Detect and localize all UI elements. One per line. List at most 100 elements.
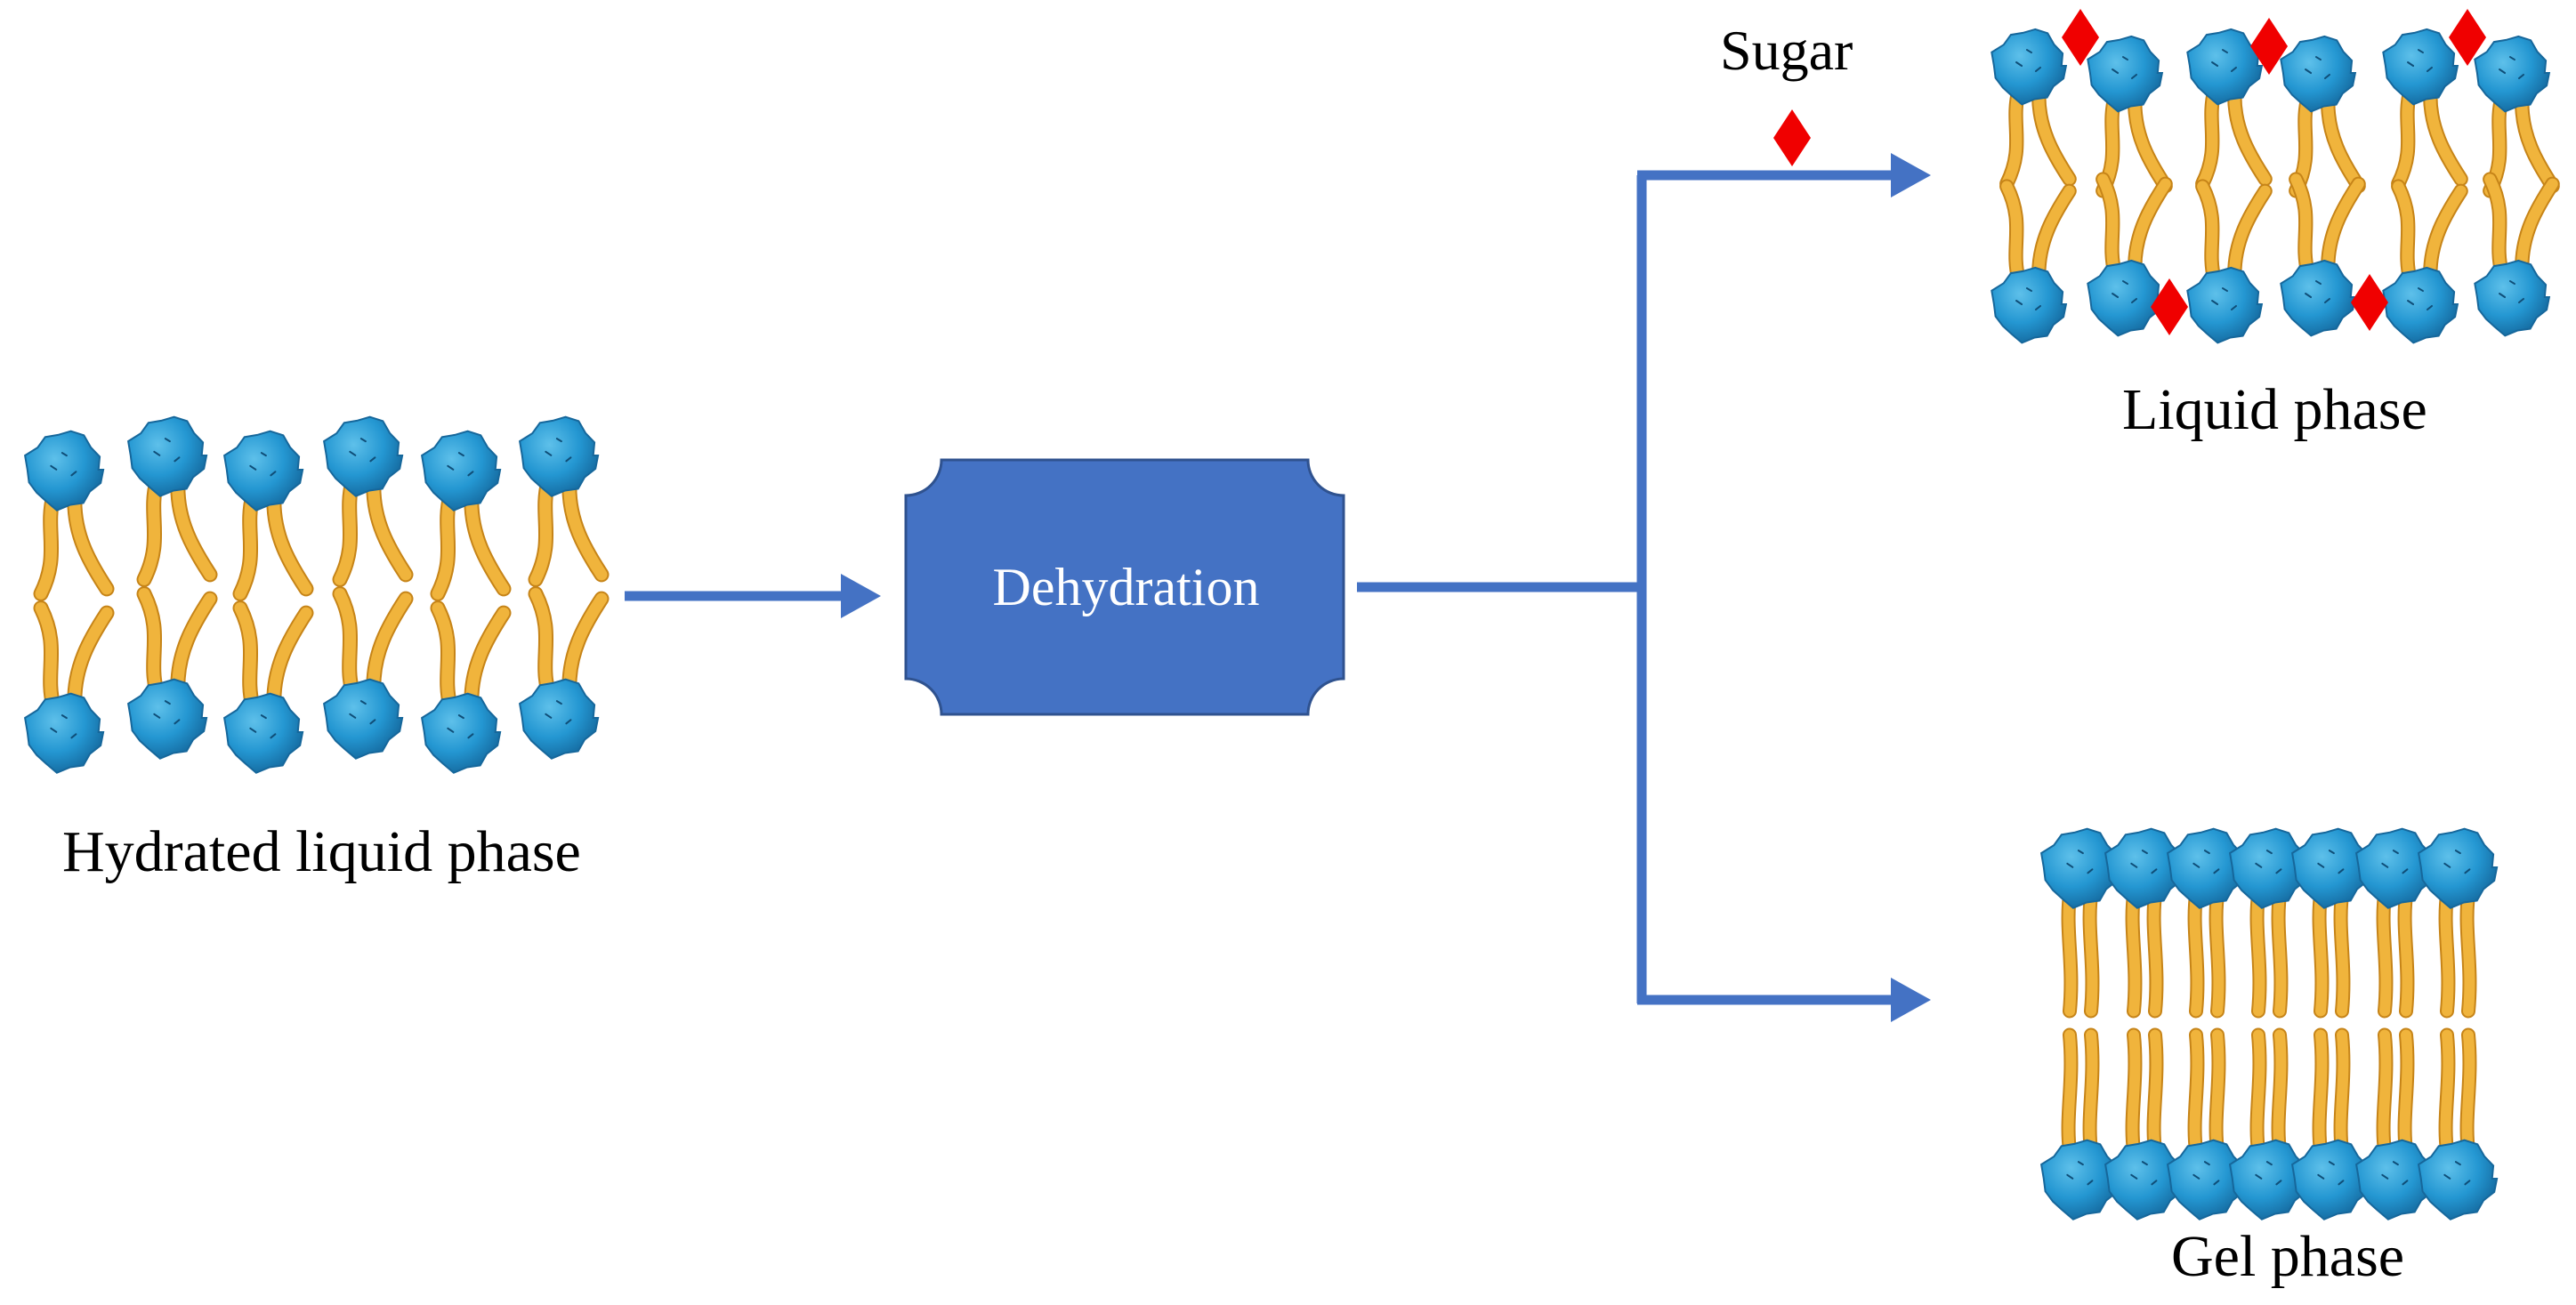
phospholipid-icon bbox=[2474, 35, 2560, 198]
arrows-group bbox=[625, 153, 1931, 1022]
lipid-tail bbox=[35, 489, 60, 600]
lipid-head-texture bbox=[2015, 287, 2041, 310]
lipid-head-texture bbox=[2317, 1161, 2345, 1186]
lipid-tail bbox=[2251, 1029, 2265, 1156]
lipid-head-texture bbox=[2499, 280, 2524, 303]
phospholipid-icon bbox=[421, 430, 512, 601]
lipid-tail bbox=[234, 489, 259, 600]
lipid-head bbox=[2382, 28, 2459, 106]
lipid-tail bbox=[465, 607, 510, 713]
lipid-head-texture bbox=[2407, 287, 2433, 310]
lipid-tail bbox=[2440, 1029, 2454, 1156]
lipid-tail bbox=[2273, 1029, 2287, 1156]
lipid-head-texture bbox=[153, 438, 181, 463]
dehydration-process-box bbox=[904, 458, 1345, 716]
lipid-tail bbox=[2229, 85, 2271, 185]
hydrated-phase-label: Hydrated liquid phase bbox=[62, 819, 581, 884]
lipid-tail bbox=[367, 592, 412, 698]
lipid-head bbox=[2087, 35, 2164, 113]
lipid-tail bbox=[2148, 1029, 2162, 1156]
lipid-head-texture bbox=[349, 700, 376, 725]
lipid-tail bbox=[2484, 173, 2507, 278]
lipid-head-texture bbox=[249, 452, 277, 477]
phospholipid-icon bbox=[2418, 1027, 2499, 1220]
lipid-head bbox=[2280, 259, 2357, 337]
lipid-tail bbox=[529, 475, 554, 585]
lipid-head bbox=[2167, 827, 2248, 909]
lipid-tail bbox=[2129, 92, 2171, 192]
lipid-head-texture bbox=[2255, 850, 2282, 874]
phospholipid-icon bbox=[2040, 827, 2121, 1019]
lipid-head bbox=[2418, 827, 2499, 909]
lipid-head bbox=[127, 678, 208, 760]
phospholipid-icon bbox=[519, 415, 610, 587]
lipid-head-texture bbox=[2192, 850, 2220, 874]
arrow-to-liquid-phase-head bbox=[1891, 153, 1931, 197]
lipid-tail bbox=[69, 607, 113, 713]
lipid-head bbox=[2474, 259, 2551, 337]
phospholipid-icon bbox=[2040, 1027, 2121, 1220]
lipid-head bbox=[2040, 1139, 2121, 1220]
lipid-head-texture bbox=[2381, 850, 2409, 874]
lipid-head-texture bbox=[447, 714, 474, 739]
lipid-tail bbox=[334, 475, 359, 585]
lipid-head-texture bbox=[50, 714, 77, 739]
phospholipid-icon bbox=[323, 415, 414, 587]
lipid-head bbox=[1991, 28, 2068, 106]
liquid-phase-bilayer bbox=[1991, 28, 2560, 344]
lipid-head bbox=[2087, 259, 2164, 337]
phospholipid-icon bbox=[2418, 827, 2499, 1019]
lipid-tail bbox=[35, 602, 60, 713]
lipid-tail bbox=[2399, 1029, 2413, 1156]
lipid-tail bbox=[2229, 185, 2271, 286]
lipid-tail bbox=[2127, 1029, 2141, 1156]
lipid-head-texture bbox=[2130, 850, 2158, 874]
lipid-tail bbox=[2516, 178, 2558, 278]
lipid-head bbox=[2167, 1139, 2248, 1220]
lipid-tail bbox=[529, 588, 554, 698]
lipid-tail bbox=[2189, 890, 2203, 1017]
phospholipid-icon bbox=[2229, 827, 2310, 1019]
phospholipid-icon bbox=[2167, 1027, 2248, 1220]
lipid-head bbox=[2104, 827, 2185, 909]
lipid-tail bbox=[2084, 890, 2098, 1017]
lipid-head bbox=[2474, 35, 2551, 113]
lipid-head-texture bbox=[2305, 280, 2330, 303]
lipid-tail bbox=[432, 602, 456, 713]
lipid-tail bbox=[2084, 1029, 2098, 1156]
lipid-tail bbox=[2335, 890, 2349, 1017]
lipid-tail bbox=[138, 588, 163, 698]
lipid-head bbox=[2382, 266, 2459, 344]
lipid-head bbox=[24, 430, 105, 512]
lipid-tail bbox=[2322, 178, 2364, 278]
phospholipid-icon bbox=[2291, 1027, 2372, 1220]
lipid-tail bbox=[2378, 1029, 2392, 1156]
lipid-tail bbox=[334, 588, 359, 698]
lipid-tail bbox=[2127, 890, 2141, 1017]
sugar-diamond-icon bbox=[2449, 9, 2486, 66]
phospholipid-icon bbox=[2104, 1027, 2185, 1220]
lipid-head bbox=[2291, 827, 2372, 909]
lipid-head bbox=[2291, 1139, 2372, 1220]
lipid-tail bbox=[2210, 1029, 2225, 1156]
lipid-tail bbox=[2290, 173, 2314, 278]
lipid-head-texture bbox=[2317, 850, 2345, 874]
lipid-tail bbox=[268, 607, 312, 713]
liquid-phase-label: Liquid phase bbox=[2122, 377, 2427, 442]
phospholipid-icon bbox=[223, 430, 314, 601]
lipid-head-texture bbox=[2211, 49, 2237, 72]
lipid-tail bbox=[172, 592, 216, 698]
lipid-head bbox=[323, 415, 404, 497]
lipid-tail bbox=[2314, 1029, 2328, 1156]
lipid-tail bbox=[2393, 181, 2416, 286]
lipid-head bbox=[2186, 266, 2264, 344]
lipid-head bbox=[2040, 827, 2121, 909]
lipid-head bbox=[2355, 827, 2436, 909]
phospholipid-icon bbox=[2087, 172, 2173, 337]
lipid-tail bbox=[2440, 890, 2454, 1017]
lipid-head bbox=[223, 692, 304, 774]
lipid-head bbox=[24, 692, 105, 774]
lipid-tail bbox=[2461, 890, 2475, 1017]
